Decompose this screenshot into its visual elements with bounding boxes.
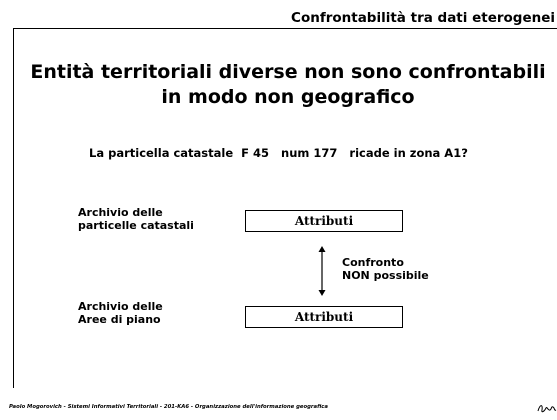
archive-label-line: Archivio delle	[78, 300, 163, 313]
comparison-line: NON possibile	[342, 269, 429, 282]
comparison-line: Confronto	[342, 256, 404, 269]
footer-text: Paolo Mogorovich - Sistemi Informativi T…	[9, 404, 328, 410]
double-arrow-icon	[318, 246, 326, 296]
slide-title-line-1: Entità territoriali diverse non sono con…	[30, 61, 546, 83]
header-title: Confrontabilità tra dati eterogenei	[291, 10, 555, 26]
slide-border-top	[13, 28, 557, 29]
archive-label-line: particelle catastali	[78, 219, 194, 232]
comparison-note: Confronto NON possibile	[342, 256, 429, 282]
archive-label-line: Archivio delle	[78, 206, 163, 219]
slide-border-left	[13, 28, 14, 388]
attributes-box-particelle: Attributi	[245, 210, 403, 232]
archive-label-line: Aree di piano	[78, 313, 161, 326]
script-logo-icon	[537, 405, 557, 413]
attributes-box-aree: Attributi	[245, 306, 403, 328]
slide-title: Entità territoriali diverse non sono con…	[20, 60, 556, 110]
question-text: La particella catastale F 45 num 177 ric…	[89, 146, 468, 160]
archive-label-particelle: Archivio delle particelle catastali	[78, 206, 194, 232]
archive-label-aree: Archivio delle Aree di piano	[78, 300, 163, 326]
slide-title-line-2: in modo non geografico	[161, 86, 415, 108]
